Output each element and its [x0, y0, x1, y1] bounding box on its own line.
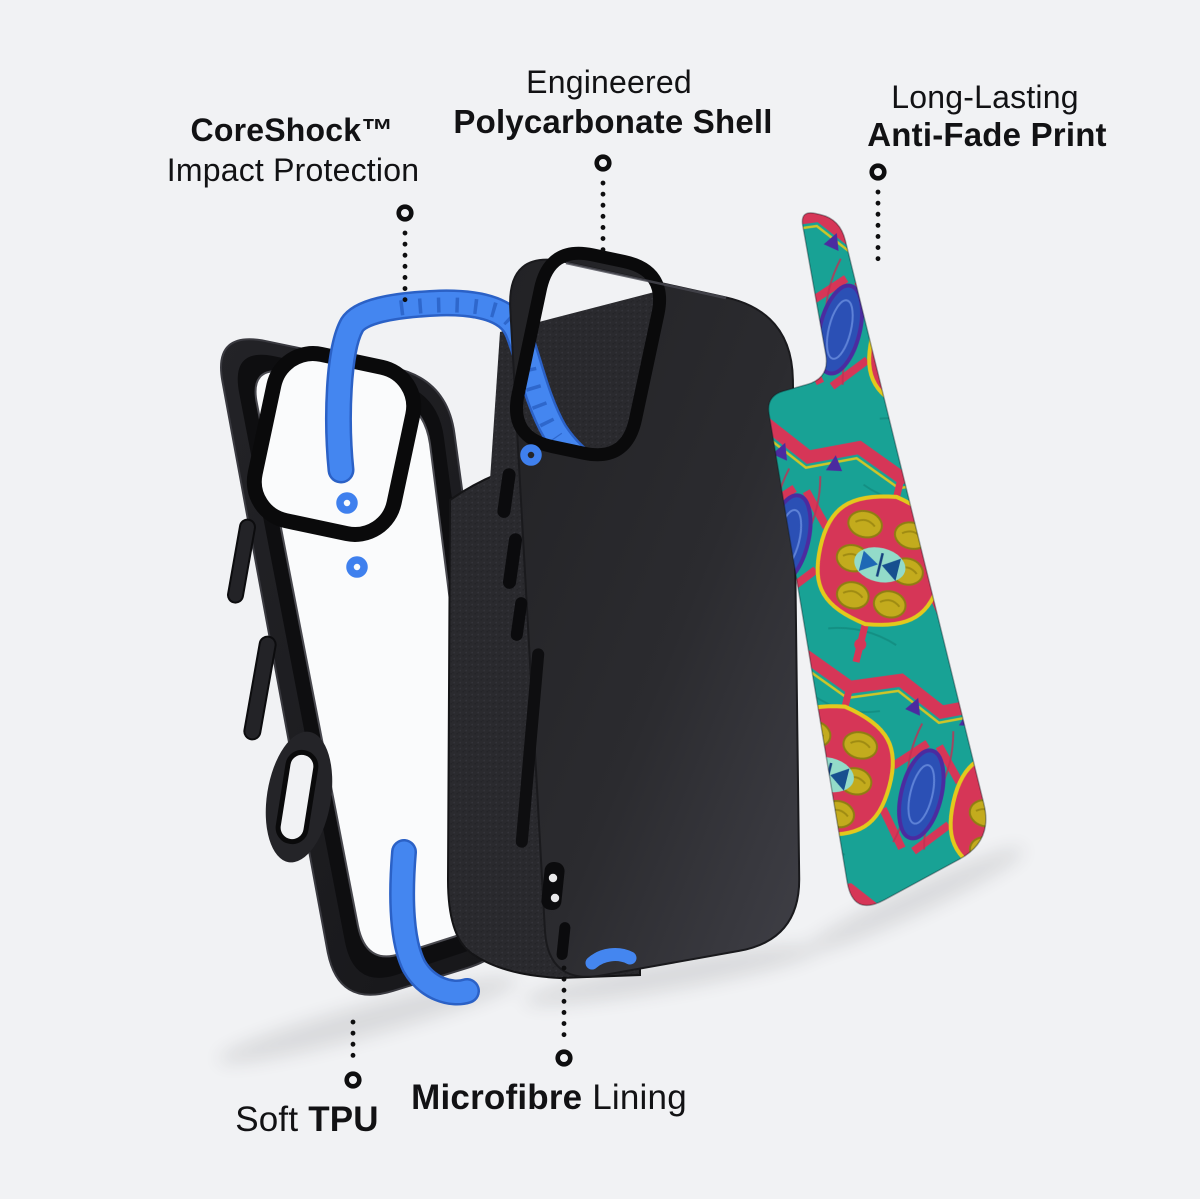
soft-tpu-lead-text: Soft — [235, 1100, 308, 1139]
callout-polycarbonate-line2: Polycarbonate Shell — [453, 103, 772, 140]
shell-top-bevel — [565, 261, 727, 300]
print-panel-shadow — [806, 847, 1024, 953]
band-bottom-sliver — [585, 948, 637, 970]
blue-ring-2 — [346, 556, 368, 578]
shell-shadow — [524, 945, 820, 1005]
button-slot-1 — [497, 468, 516, 518]
callout-polycarbonate-line1: Engineered — [526, 64, 692, 100]
callout-antifade: Long-Lasting Anti-Fade Print — [867, 79, 1107, 263]
callout-coreshock: CoreShock™ Impact Protection — [167, 112, 419, 304]
callout-coreshock-line2: Impact Protection — [167, 152, 419, 188]
band-bottom — [391, 841, 478, 1003]
side-button-lower — [243, 635, 277, 741]
callout-microfibre-label: Microfibre Lining — [411, 1078, 687, 1117]
button-slot-2 — [503, 533, 522, 589]
polycarbonate-shell — [497, 246, 801, 978]
microfibre-tail-text: Lining — [582, 1078, 687, 1117]
callout-microfibre: Microfibre Lining — [411, 965, 687, 1117]
speaker-hole-2 — [550, 893, 560, 903]
blue-ring-1 — [336, 492, 358, 514]
microfibre-emph-text: Microfibre — [411, 1078, 582, 1117]
port-cutout — [275, 749, 319, 845]
coreshock-band — [325, 289, 616, 488]
shell-side-rail — [497, 468, 571, 960]
leader-ring-antifade — [869, 163, 887, 181]
callout-soft-tpu-label: Soft TPU — [235, 1100, 379, 1139]
blue-button-rings — [336, 444, 542, 578]
side-button-upper — [227, 518, 256, 604]
leader-ring-microfibre — [555, 1049, 573, 1067]
soft-tpu-emph-text: TPU — [308, 1100, 379, 1139]
leader-ring-coreshock — [396, 204, 414, 222]
callout-coreshock-line1: CoreShock™ — [191, 112, 394, 148]
side-slot-long — [515, 648, 545, 848]
callout-antifade-line1: Long-Lasting — [891, 79, 1078, 115]
printed-back-panel — [767, 212, 987, 907]
blue-ring-3 — [520, 444, 542, 466]
callout-antifade-line2: Anti-Fade Print — [867, 116, 1107, 153]
tpu-case — [220, 338, 519, 996]
callout-polycarbonate: Engineered Polycarbonate Shell — [453, 64, 772, 254]
button-slot-3 — [510, 597, 528, 641]
camera-opening-ring — [510, 246, 666, 462]
speaker-hole-1 — [548, 873, 558, 883]
side-slot-small — [556, 922, 571, 960]
leader-ring-soft-tpu — [344, 1071, 362, 1089]
callout-soft-tpu: Soft TPU — [235, 1019, 379, 1139]
coreshock-band-bottom — [389, 839, 637, 1006]
leader-ring-polycarbonate — [594, 154, 612, 172]
